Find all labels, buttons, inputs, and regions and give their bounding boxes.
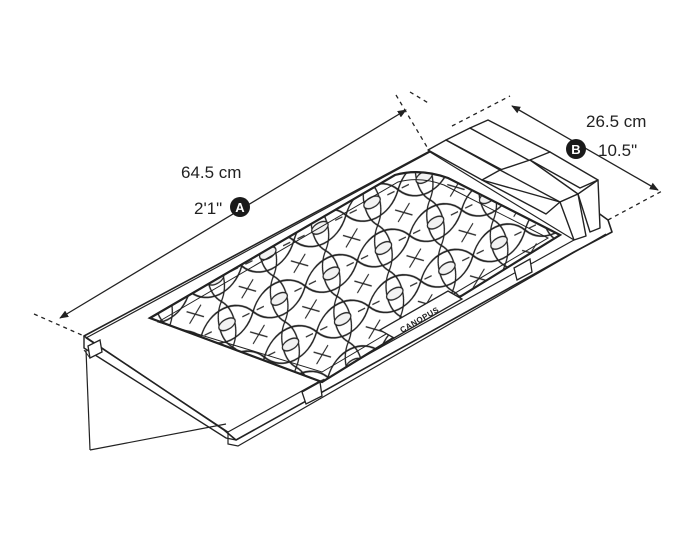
badge-a xyxy=(230,197,250,217)
mounting-tabs xyxy=(87,257,533,405)
dimension-a: 64.5 cm 2'1" A xyxy=(33,91,431,337)
thickness-leader xyxy=(83,349,227,451)
width-metric-label: 26.5 cm xyxy=(586,112,646,131)
length-metric-label: 64.5 cm xyxy=(181,163,241,182)
length-imperial-label: 2'1" xyxy=(194,199,222,218)
badge-a-label: A xyxy=(235,200,245,215)
dimension-b: 26.5 cm B 10.5" xyxy=(451,95,665,221)
width-imperial-label: 10.5" xyxy=(598,141,637,160)
badge-b xyxy=(566,139,586,159)
badge-b-label: B xyxy=(571,142,580,157)
